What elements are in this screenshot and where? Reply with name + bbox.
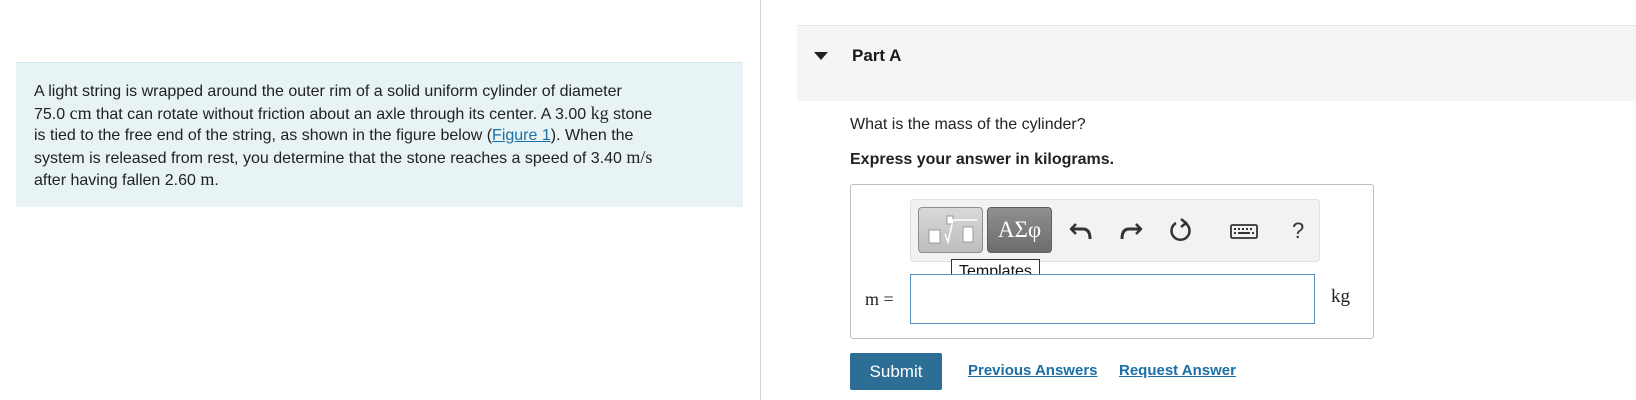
- fall-value: 2.60: [164, 172, 196, 189]
- templates-button[interactable]: [918, 207, 983, 253]
- previous-answers-link[interactable]: Previous Answers: [968, 362, 1098, 379]
- templates-icon: [928, 215, 977, 245]
- submit-button[interactable]: Submit: [850, 353, 942, 390]
- problem-pane: A light string is wrapped around the out…: [0, 0, 761, 400]
- fall-unit: m: [200, 169, 215, 189]
- problem-text: .: [214, 172, 219, 189]
- collapse-caret-icon[interactable]: [814, 52, 828, 60]
- reset-icon[interactable]: [1166, 217, 1194, 245]
- part-title: Part A: [852, 46, 902, 65]
- question-text: What is the mass of the cylinder?: [850, 116, 1086, 133]
- problem-text: that can rotate without friction about a…: [91, 105, 555, 123]
- problem-text: is tied to the free end of the string, a…: [34, 127, 493, 144]
- diameter-value: 75.0: [34, 105, 66, 123]
- variable-label: m =: [865, 289, 894, 309]
- problem-text: A light string is wrapped around the out…: [34, 83, 622, 100]
- problem-text: stone: [608, 105, 653, 123]
- math-toolbar: ΑΣφ ?: [910, 199, 1320, 262]
- problem-line-5: after having fallen 2.60 m.: [34, 169, 725, 192]
- greek-symbols-button[interactable]: ΑΣφ: [987, 207, 1052, 253]
- speed-unit: m/s: [626, 146, 653, 167]
- speed-value: 3.40: [590, 149, 622, 167]
- help-icon[interactable]: ?: [1292, 218, 1305, 243]
- problem-line-3: is tied to the free end of the string, a…: [34, 125, 725, 147]
- redo-icon[interactable]: [1116, 217, 1144, 245]
- problem-line-4: system is released from rest, you determ…: [34, 147, 725, 170]
- problem-text: system is released from rest, you determ…: [34, 149, 591, 167]
- diameter-unit: cm: [69, 102, 92, 123]
- undo-icon[interactable]: [1068, 217, 1096, 245]
- problem-statement: A light string is wrapped around the out…: [16, 62, 743, 207]
- mass-value: 3.00: [555, 105, 587, 123]
- problem-text: after having fallen: [34, 172, 165, 189]
- figure-link[interactable]: Figure 1: [492, 127, 551, 144]
- request-answer-link[interactable]: Request Answer: [1119, 362, 1236, 379]
- problem-line-2: 75.0 cm that can rotate without friction…: [34, 103, 725, 126]
- part-a-header[interactable]: Part A: [797, 25, 1636, 101]
- problem-text: ). When the: [550, 127, 634, 144]
- unit-label: kg: [1331, 286, 1350, 307]
- answer-input[interactable]: [910, 274, 1315, 324]
- mass-unit: kg: [590, 102, 609, 123]
- keyboard-icon[interactable]: [1229, 217, 1259, 245]
- problem-line-1: A light string is wrapped around the out…: [34, 81, 725, 103]
- instruction-text: Express your answer in kilograms.: [850, 151, 1115, 168]
- answer-box: ΑΣφ ? Templates m = kg: [850, 184, 1374, 339]
